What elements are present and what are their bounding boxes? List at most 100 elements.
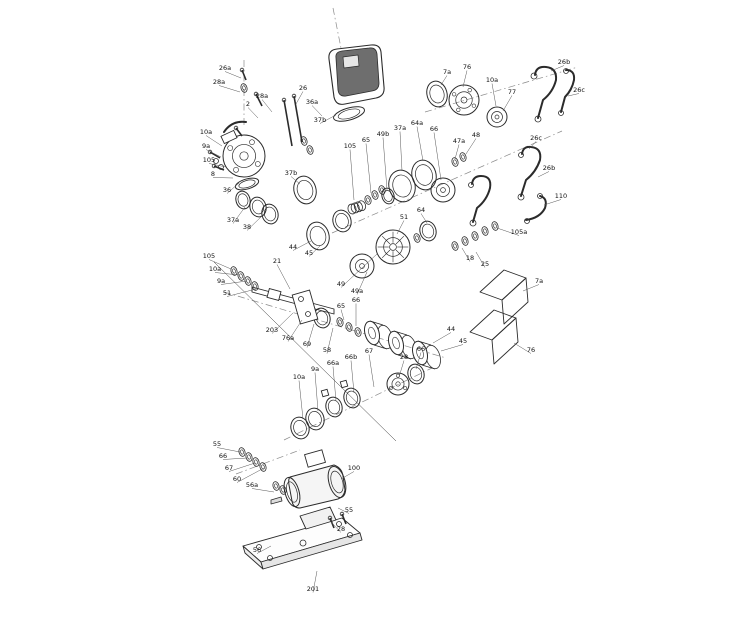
part-oring <box>293 175 317 205</box>
callout-leader <box>292 240 312 251</box>
part-hole <box>558 110 564 116</box>
part-callout: 45 <box>459 337 467 345</box>
callout-leader <box>271 312 294 334</box>
part-callout: 60 <box>233 475 241 483</box>
part-disc <box>386 372 410 396</box>
callout-leader <box>415 352 422 370</box>
part-plate <box>469 309 517 341</box>
callout-leader <box>236 467 265 483</box>
part-washer <box>413 233 421 243</box>
callout-leader <box>311 105 323 117</box>
callout-leader <box>462 70 468 88</box>
part-path <box>471 175 492 223</box>
callout-leader <box>513 342 532 354</box>
part-oring <box>261 203 279 225</box>
part-oring <box>327 465 347 499</box>
callout-leader <box>224 71 242 79</box>
callout-leader <box>491 83 497 107</box>
part-spring-coil <box>350 202 360 214</box>
part-callout: 49b <box>377 130 389 138</box>
part-bolt-head <box>339 511 345 517</box>
callout-leader <box>416 126 424 162</box>
callout-leader <box>543 199 562 206</box>
callout-leader <box>314 372 319 412</box>
part-bolt-head <box>281 97 287 103</box>
callout-leader <box>205 149 222 158</box>
part-washer <box>345 322 353 332</box>
callout-leader <box>308 244 322 257</box>
part-oring <box>249 196 267 218</box>
part-hole <box>563 68 569 74</box>
callout-leader <box>537 171 550 178</box>
callout-leader <box>356 271 368 295</box>
part-hole <box>517 193 525 201</box>
callout-leader <box>214 272 240 276</box>
part-washer <box>354 327 362 337</box>
part-oring <box>388 169 416 203</box>
part-callout: 49a <box>351 287 363 295</box>
part-callout: 10a <box>209 265 221 273</box>
part-oring <box>332 209 352 233</box>
axis-line <box>283 367 433 441</box>
part-washer <box>245 452 253 462</box>
axis-line <box>223 291 447 359</box>
part-hole <box>305 311 311 317</box>
part-hole <box>524 218 530 224</box>
part-plate <box>251 286 335 315</box>
callout-leader <box>218 85 241 93</box>
part-bolt-head <box>233 125 239 131</box>
part-callout: 9a <box>217 277 225 285</box>
callout-leader <box>228 462 256 472</box>
part-callout: 26 <box>299 84 307 92</box>
callout-leader <box>246 214 264 231</box>
callout-leader <box>251 488 275 493</box>
part-rect <box>266 288 282 301</box>
part-callout: 28a <box>213 78 225 86</box>
callout-leader <box>247 107 259 119</box>
part-callout: 66a <box>327 359 339 367</box>
part-washer <box>378 185 386 195</box>
part-callout: 77 <box>508 88 516 96</box>
part-spring-coil <box>357 200 367 212</box>
part-spring-coil <box>353 201 363 213</box>
part-hole <box>336 521 342 527</box>
part-callout: 58 <box>323 346 331 354</box>
part-callout: 8 <box>211 170 215 178</box>
part-callout: 100 <box>348 464 360 472</box>
part-callout: 38 <box>243 223 251 231</box>
callout-leader <box>319 114 337 124</box>
callout-leader <box>222 457 248 460</box>
callout-leader <box>298 380 304 420</box>
callout-leader <box>382 137 388 191</box>
part-washer <box>240 83 248 93</box>
callout-leader <box>220 280 248 285</box>
callout-leader <box>205 135 223 147</box>
part-callout: 2 <box>246 100 250 108</box>
callout-leader <box>461 247 471 262</box>
callout-leader <box>567 93 580 97</box>
axis-line <box>424 66 579 113</box>
part-callout: 21 <box>273 257 281 265</box>
callout-leader <box>232 206 246 224</box>
callout-leader <box>433 132 442 181</box>
part-plate <box>501 277 529 325</box>
callout-leader <box>420 213 428 224</box>
part-callout: 44 <box>447 325 455 333</box>
part-callout: 203 <box>266 326 278 334</box>
part-washer <box>272 481 280 491</box>
part-cup-wall <box>421 364 436 370</box>
part-callout: 55 <box>345 506 353 514</box>
part-path <box>525 195 547 221</box>
callout-leader <box>330 521 342 533</box>
callout-leader <box>208 259 232 270</box>
part-rect <box>220 129 238 145</box>
part-callout: 45 <box>305 249 313 257</box>
part-callout: 47a <box>453 137 465 145</box>
part-hole <box>256 544 262 550</box>
callout-leader <box>340 253 378 288</box>
callout-leader <box>528 141 537 150</box>
part-rect <box>320 388 330 398</box>
part-washer <box>371 190 379 200</box>
